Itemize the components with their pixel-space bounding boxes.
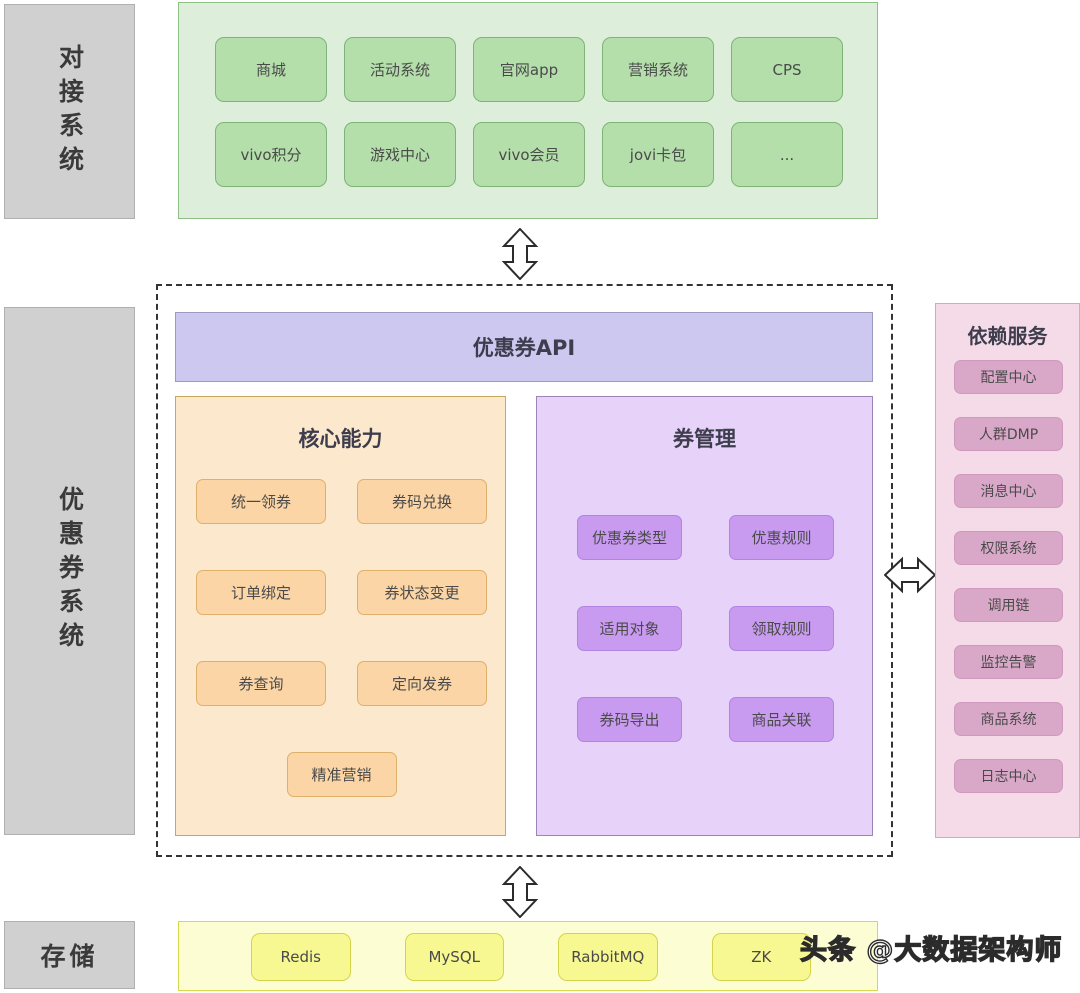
core-capabilities-grid: 统一领券 券码兑换 订单绑定 券状态变更 券查询 定向发券 精准营销 <box>196 479 487 797</box>
dependent-service-box[interactable]: 日志中心 <box>954 759 1063 793</box>
core-capability-box[interactable]: 精准营销 <box>286 752 397 797</box>
dependent-service-box[interactable]: 监控告警 <box>954 645 1063 679</box>
dependent-service-box[interactable]: 调用链 <box>954 588 1063 622</box>
core-capabilities-panel: 核心能力 统一领券 券码兑换 订单绑定 券状态变更 券查询 定向发券 精准营销 <box>175 396 506 836</box>
docking-system-box[interactable]: 活动系统 <box>344 37 456 102</box>
docking-system-box[interactable]: 官网app <box>473 37 585 102</box>
docking-system-box[interactable]: 商城 <box>215 37 327 102</box>
coupon-management-box[interactable]: 适用对象 <box>577 606 682 651</box>
coupon-management-box[interactable]: 券码导出 <box>577 697 682 742</box>
docking-system-box[interactable]: ... <box>731 122 843 187</box>
coupon-management-panel: 券管理 优惠券类型 优惠规则 适用对象 领取规则 券码导出 商品关联 <box>536 396 873 836</box>
docking-system-box[interactable]: 营销系统 <box>602 37 714 102</box>
docking-systems-grid: 商城 活动系统 官网app 营销系统 CPS vivo积分 游戏中心 vivo会… <box>215 37 843 187</box>
double-arrow-horizontal-icon <box>883 552 937 602</box>
docking-system-box[interactable]: vivo会员 <box>473 122 585 187</box>
storage-box[interactable]: RabbitMQ <box>558 933 658 981</box>
storage-box[interactable]: Redis <box>251 933 351 981</box>
coupon-system-container: 优惠券API 核心能力 统一领券 券码兑换 订单绑定 券状态变更 券查询 定向发… <box>156 284 893 857</box>
coupon-management-box[interactable]: 商品关联 <box>729 697 834 742</box>
docking-system-box[interactable]: jovi卡包 <box>602 122 714 187</box>
dependent-services-title: 依赖服务 <box>967 324 1048 348</box>
watermark-text: 头条 @大数据架构师 <box>799 934 1063 966</box>
core-capability-box[interactable]: 券码兑换 <box>357 479 487 524</box>
dependent-service-box[interactable]: 权限系统 <box>954 531 1063 565</box>
docking-system-box[interactable]: vivo积分 <box>215 122 327 187</box>
core-capability-box[interactable]: 统一领券 <box>196 479 326 524</box>
storage-box[interactable]: MySQL <box>404 933 504 981</box>
storage-box[interactable]: ZK <box>711 933 811 981</box>
docking-system-box[interactable]: 游戏中心 <box>344 122 456 187</box>
core-capability-box[interactable]: 券查询 <box>196 661 326 706</box>
coupon-api-bar[interactable]: 优惠券API <box>175 312 873 382</box>
dependent-services-list: 配置中心 人群DMP 消息中心 权限系统 调用链 监控告警 商品系统 日志中心 <box>954 360 1063 793</box>
coupon-management-box[interactable]: 优惠券类型 <box>577 515 682 560</box>
core-capability-box[interactable]: 订单绑定 <box>196 570 326 615</box>
coupon-management-box[interactable]: 优惠规则 <box>729 515 834 560</box>
layer-label-docking-systems: 对接系统 <box>4 4 135 219</box>
coupon-management-title: 券管理 <box>673 427 736 451</box>
dependent-service-box[interactable]: 商品系统 <box>954 702 1063 736</box>
dependent-services-panel: 依赖服务 配置中心 人群DMP 消息中心 权限系统 调用链 监控告警 商品系统 … <box>935 303 1080 838</box>
core-capability-box[interactable]: 定向发券 <box>357 661 487 706</box>
dependent-service-box[interactable]: 配置中心 <box>954 360 1063 394</box>
docking-systems-panel: 商城 活动系统 官网app 营销系统 CPS vivo积分 游戏中心 vivo会… <box>178 2 878 219</box>
coupon-management-grid: 优惠券类型 优惠规则 适用对象 领取规则 券码导出 商品关联 <box>559 515 852 742</box>
core-capabilities-title: 核心能力 <box>298 427 383 451</box>
docking-system-box[interactable]: CPS <box>731 37 843 102</box>
storage-panel: Redis MySQL RabbitMQ ZK <box>178 921 878 991</box>
coupon-management-box[interactable]: 领取规则 <box>729 606 834 651</box>
dependent-service-box[interactable]: 人群DMP <box>954 417 1063 451</box>
layer-label-coupon-system: 优惠券系统 <box>4 307 135 835</box>
double-arrow-vertical-icon <box>497 865 543 922</box>
core-capability-box[interactable]: 券状态变更 <box>357 570 487 615</box>
double-arrow-vertical-icon <box>497 227 543 284</box>
layer-label-storage: 存储 <box>4 921 135 989</box>
dependent-service-box[interactable]: 消息中心 <box>954 474 1063 508</box>
storage-grid: Redis MySQL RabbitMQ ZK <box>251 933 811 981</box>
